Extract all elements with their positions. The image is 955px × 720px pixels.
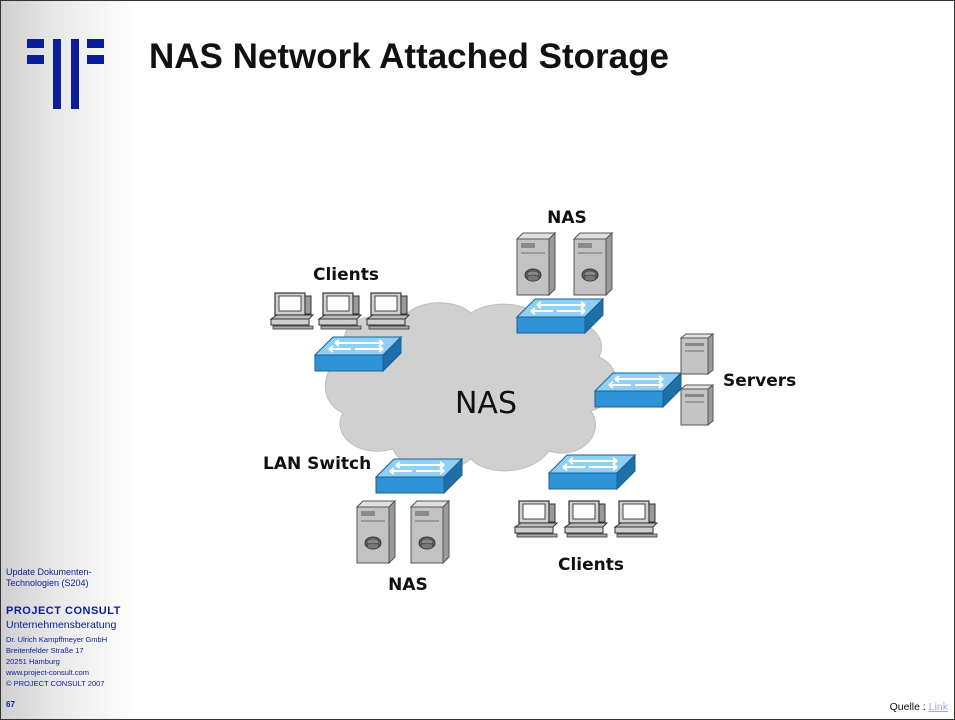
logo	[27, 39, 104, 109]
series-line: Update Dokumenten-	[6, 567, 92, 577]
firm-type: Unternehmensberatung	[6, 619, 117, 631]
client-pc-icon	[614, 500, 658, 538]
client-pc-icon	[270, 292, 314, 330]
sidebar: Update Dokumenten- Technologien (S204) P…	[1, 1, 136, 719]
slide-title: NAS Network Attached Storage	[149, 37, 669, 76]
address-line: www.project-consult.com	[6, 668, 89, 677]
series-line: Technologien (S204)	[6, 578, 89, 588]
client-pc-icon	[318, 292, 362, 330]
company-name: PROJECT CONSULT	[6, 605, 121, 617]
lan-switch-label: LAN Switch	[263, 454, 371, 474]
client-pc-icon	[564, 500, 608, 538]
page-number: 67	[6, 700, 15, 709]
source-prefix: Quelle :	[889, 701, 929, 713]
switch-icon	[516, 298, 604, 334]
switch-icon	[594, 372, 682, 408]
client-pc-icon	[514, 500, 558, 538]
address-line: 20251 Hamburg	[6, 657, 60, 666]
address-line: © PROJECT CONSULT 2007	[6, 679, 105, 688]
address-line: Breitenfelder Straße 17	[6, 646, 84, 655]
source-link[interactable]: Link	[928, 701, 948, 713]
nas-server-icon	[410, 500, 450, 564]
server-icon	[680, 384, 714, 426]
switch-icon	[314, 336, 402, 372]
nas-server-icon	[573, 232, 613, 296]
switch-icon	[548, 454, 636, 490]
server-icon	[680, 333, 714, 375]
nas-server-icon	[516, 232, 556, 296]
client-pc-icon	[366, 292, 410, 330]
nas-bottom-label: NAS	[388, 575, 428, 595]
cloud-label: NAS	[455, 386, 517, 421]
lan-switch-icon	[375, 458, 463, 494]
nas-server-icon	[356, 500, 396, 564]
company-address: Dr. Ulrich Kampffmeyer GmbH Breitenfelde…	[6, 634, 107, 689]
source-note: Quelle : Link	[890, 701, 948, 713]
nas-top-label: NAS	[547, 208, 587, 228]
clients-top-label: Clients	[313, 265, 379, 285]
address-line: Dr. Ulrich Kampffmeyer GmbH	[6, 635, 108, 644]
course-series: Update Dokumenten- Technologien (S204)	[6, 567, 92, 589]
servers-label: Servers	[723, 371, 796, 391]
clients-bottom-label: Clients	[558, 555, 624, 575]
